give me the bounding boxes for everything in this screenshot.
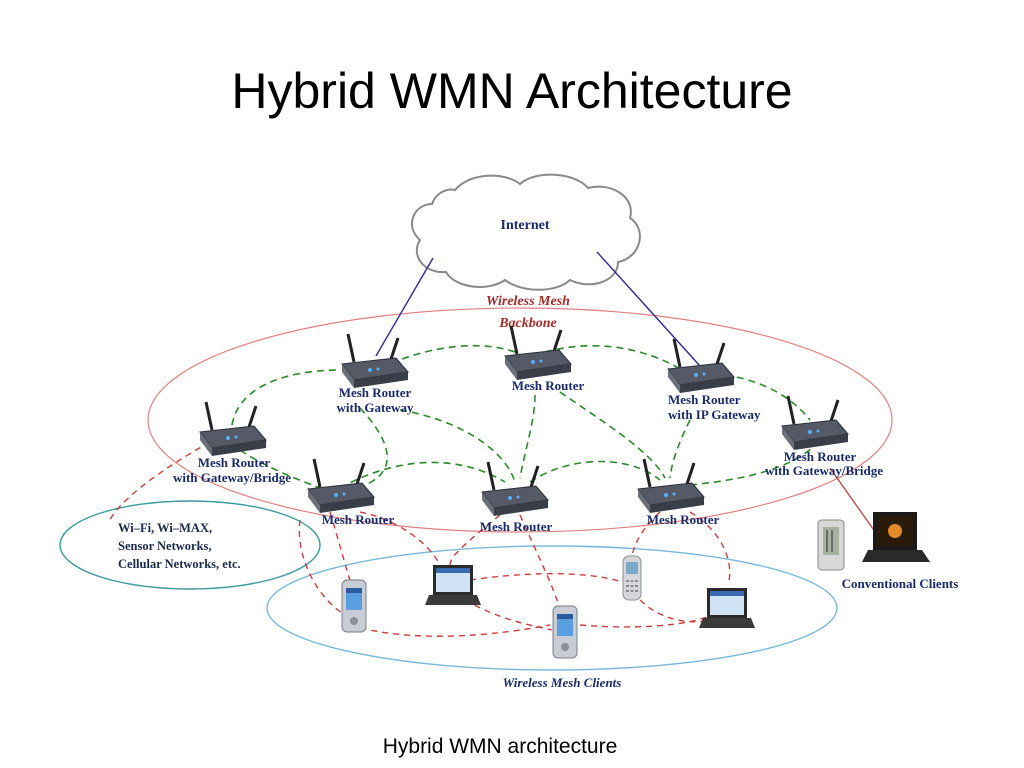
router-label: Mesh Router <box>647 512 720 527</box>
router-lower-right: Mesh Router <box>636 457 720 527</box>
backbone-label-line2: Backbone <box>498 316 557 331</box>
cloud-label: Internet <box>501 218 550 233</box>
router-label: with Gateway <box>337 400 414 415</box>
other-networks: Wi–Fi, Wi–MAX, Sensor Networks, Cellular… <box>118 521 241 571</box>
uplink-gateway <box>375 257 434 357</box>
other-networks-line: Wi–Fi, Wi–MAX, <box>118 521 212 535</box>
conventional-clients: Conventional Clients <box>817 512 959 591</box>
router-label: Mesh Router <box>480 519 553 534</box>
router-label: with Gateway/Bridge <box>173 470 291 485</box>
slide-caption: Hybrid WMN architecture <box>382 735 618 758</box>
conventional-pda <box>817 519 845 571</box>
backbone-ellipse <box>147 307 893 533</box>
router-gateway-bridge-left: Mesh Router with Gateway/Bridge <box>173 400 291 485</box>
router-ip-gateway: Mesh Router with IP Gateway <box>666 337 761 422</box>
other-networks-line: Sensor Networks, <box>118 539 212 553</box>
backbone-label-line1: Wireless Mesh <box>486 294 570 309</box>
router-label: Mesh Router <box>339 385 412 400</box>
router-label: Mesh Router <box>784 449 857 464</box>
conventional-clients-label: Conventional Clients <box>842 576 959 591</box>
slide-title: Hybrid WMN Architecture <box>231 63 793 119</box>
conventional-laptop <box>862 512 930 562</box>
router-gateway-bridge-right: Mesh Router with Gateway/Bridge <box>765 394 883 478</box>
client-laptop-left <box>425 565 481 605</box>
router-lower-middle: Mesh Router <box>480 460 553 534</box>
router-label: Mesh Router <box>512 378 585 393</box>
router-label: Mesh Router <box>198 455 271 470</box>
client-phone <box>622 555 642 601</box>
router-label: Mesh Router <box>322 512 395 527</box>
router-label: Mesh Router <box>668 392 741 407</box>
router-lower-left: Mesh Router <box>306 457 395 527</box>
client-pda-middle <box>552 605 578 659</box>
internet-cloud: Internet <box>411 173 641 291</box>
router-top: Mesh Router <box>503 324 585 393</box>
other-networks-ellipse <box>59 500 321 590</box>
client-pda-left <box>341 579 367 633</box>
client-laptop-right <box>699 588 755 628</box>
router-label: with Gateway/Bridge <box>765 463 883 478</box>
router-gateway: Mesh Router with Gateway <box>337 332 414 415</box>
clients-ellipse <box>266 545 838 671</box>
uplink-ip-gateway <box>596 251 701 367</box>
router-label: with IP Gateway <box>668 407 761 422</box>
other-networks-line: Cellular Networks, etc. <box>118 557 241 571</box>
clients-label: Wireless Mesh Clients <box>503 675 622 690</box>
